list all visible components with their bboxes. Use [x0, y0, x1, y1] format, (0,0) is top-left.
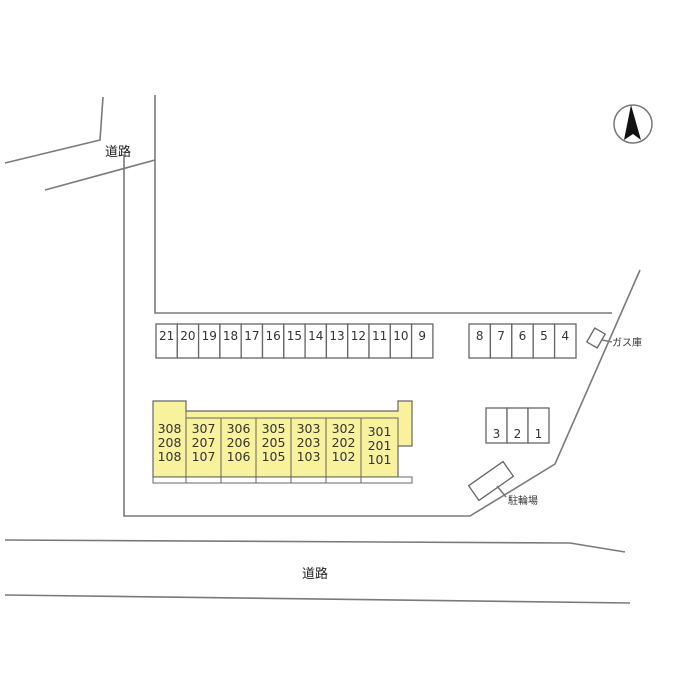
- road-bottom: [4, 539, 631, 604]
- parking-space-number: 15: [287, 329, 302, 343]
- parking-space-number: 18: [223, 329, 238, 343]
- road-label-bottom: 道路: [302, 566, 328, 582]
- unit-number: 302: [332, 421, 356, 436]
- parking-space[interactable]: 18: [219, 323, 242, 359]
- parking-space[interactable]: 13: [325, 323, 349, 359]
- unit-number: 303: [297, 421, 321, 436]
- unit-number: 101: [368, 452, 392, 467]
- parking-space[interactable]: 10: [389, 323, 413, 359]
- parking-space[interactable]: 21: [155, 323, 178, 359]
- parking-space[interactable]: 12: [347, 323, 370, 359]
- bicycle-parking: [467, 460, 515, 502]
- parking-space-outline: [410, 323, 434, 359]
- unit-number: 305: [262, 421, 286, 436]
- parking-space-number: 5: [540, 329, 548, 343]
- parking-space-number: 8: [476, 329, 484, 343]
- parking-space[interactable]: 8: [468, 323, 492, 359]
- parking-space-number: 10: [393, 329, 408, 343]
- unit-number: 208: [158, 435, 182, 450]
- parking-space[interactable]: 2: [506, 407, 529, 444]
- parking-space[interactable]: 6: [511, 323, 534, 359]
- parking-space[interactable]: 19: [197, 323, 221, 359]
- parking-space[interactable]: 15: [283, 323, 306, 359]
- parking-space[interactable]: 4: [553, 323, 577, 359]
- unit-number: 203: [297, 435, 321, 450]
- parking-space[interactable]: 5: [532, 323, 556, 359]
- unit-number: 205: [262, 435, 286, 450]
- parking-space[interactable]: 16: [261, 323, 285, 359]
- parking-space[interactable]: 17: [240, 323, 264, 359]
- parking-space-number: 17: [244, 329, 259, 343]
- parking-space-outline: [527, 407, 550, 444]
- parking-space-number: 7: [497, 329, 505, 343]
- unit-number: 207: [192, 435, 216, 450]
- parking-space-number: 16: [266, 329, 281, 343]
- parking-space-number: 2: [514, 427, 522, 441]
- parking-space-outline: [553, 323, 577, 359]
- unit-number: 107: [192, 449, 216, 464]
- parking-space-number: 14: [308, 329, 323, 343]
- unit-number: 106: [227, 449, 251, 464]
- parking-space-number: 12: [351, 329, 366, 343]
- parking-space-number: 3: [493, 427, 501, 441]
- parking-space[interactable]: 11: [368, 323, 391, 359]
- road-top-left: [4, 96, 156, 191]
- unit-number: 307: [192, 421, 216, 436]
- parking-space-number: 6: [519, 329, 527, 343]
- parking-space-number: 4: [561, 329, 569, 343]
- parking-space[interactable]: 14: [304, 323, 328, 359]
- parking-space[interactable]: 7: [489, 323, 513, 359]
- gas-storage: [585, 327, 613, 349]
- parking-space-number: 21: [159, 329, 174, 343]
- road-label-top: 道路: [105, 144, 131, 160]
- unit-number: 308: [158, 421, 182, 436]
- unit-number: 202: [332, 435, 356, 450]
- unit-number: 306: [227, 421, 251, 436]
- parking-space-number: 9: [418, 329, 426, 343]
- parking-space[interactable]: 9: [410, 323, 434, 359]
- bicycle-parking-label: 駐輪場: [508, 494, 538, 507]
- parking-space-number: 11: [372, 329, 387, 343]
- unit-number: 301: [368, 424, 392, 439]
- unit-number: 102: [332, 449, 356, 464]
- parking-space-number: 13: [329, 329, 344, 343]
- parking-space[interactable]: 20: [176, 323, 200, 359]
- parking-row-left: 21 20 19 18 17 16 15 14 13 12 11 10 9: [155, 323, 434, 359]
- parking-space[interactable]: 3: [485, 407, 508, 444]
- unit-number: 206: [227, 435, 251, 450]
- gas-storage-label: ガス庫: [612, 336, 642, 349]
- parking-space-number: 20: [180, 329, 195, 343]
- unit-number: 201: [368, 438, 392, 453]
- unit-number: 105: [262, 449, 286, 464]
- parking-space-number: 19: [202, 329, 217, 343]
- apartment-building: 3082081083072071073062061063052051053032…: [152, 400, 413, 484]
- unit-number: 103: [297, 449, 321, 464]
- parking-space[interactable]: 1: [527, 407, 550, 444]
- site-boundary: [123, 95, 641, 517]
- unit-number: 108: [158, 449, 182, 464]
- parking-space-number: 1: [535, 427, 543, 441]
- north-arrow-icon: [613, 104, 653, 144]
